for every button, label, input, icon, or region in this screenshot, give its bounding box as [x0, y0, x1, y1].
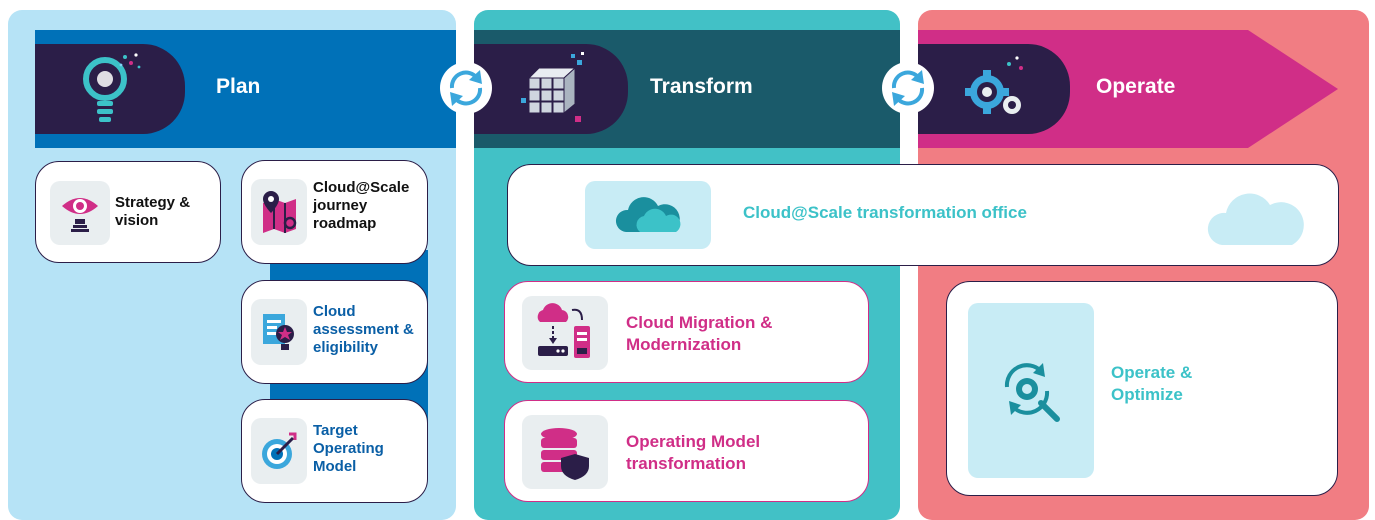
database-shield-icon: [541, 428, 589, 480]
cloud-icon: [615, 197, 681, 232]
operate-title: Operate: [1096, 75, 1176, 98]
migration-label: Cloud Migration & Modernization: [626, 313, 773, 354]
strategy-icon-tile: [50, 181, 110, 245]
sync-arrows-icon: [449, 70, 483, 106]
target-label: Target Operating Model: [313, 422, 384, 475]
transform-icon-tab: [474, 44, 628, 134]
operate-icon-tile: [968, 303, 1094, 478]
operating-model-label: Operating Model transformation: [626, 432, 761, 473]
target-card[interactable]: Target Operating Model: [241, 399, 428, 503]
operating-model-icon-tile: [522, 415, 608, 489]
operate-optimize-label: Operate & Optimize: [1111, 363, 1193, 404]
strategy-label: Strategy & vision: [115, 194, 191, 229]
transform-header-band: Transform: [474, 30, 900, 148]
plan-transform-cycle: [440, 62, 492, 114]
operating-model-card[interactable]: Operating Model transformation: [504, 400, 869, 502]
migration-card[interactable]: Cloud Migration & Modernization: [504, 281, 869, 383]
strategy-card[interactable]: Strategy & vision: [35, 161, 221, 263]
map-pin-icon: [263, 191, 297, 233]
assessment-label: Cloud assessment & eligibility: [313, 303, 414, 356]
migration-icon-tile: [522, 296, 608, 370]
sync-arrows-icon: [891, 70, 925, 106]
eye-icon: [62, 198, 98, 232]
transformation-office-label: Cloud@Scale transformation office: [743, 203, 1027, 222]
transformation-office-card[interactable]: Cloud@Scale transformation office: [507, 164, 1339, 266]
gears-icon: [965, 56, 1023, 114]
assessment-card[interactable]: Cloud assessment & eligibility: [241, 280, 428, 384]
lightbulb-icon: [83, 53, 141, 122]
cloud-server-icon: [537, 303, 590, 358]
plan-icon-tab: [35, 44, 185, 134]
assessment-icon-tile: [251, 299, 307, 365]
plan-title: Plan: [216, 75, 261, 98]
cloud-icon: [1207, 193, 1304, 245]
operate-optimize-card[interactable]: Operate & Optimize: [946, 281, 1338, 496]
gear-magnifier-icon: [1004, 362, 1060, 422]
office-icon-tile: [585, 181, 711, 249]
roadmap-label: Cloud@Scale journey roadmap: [313, 179, 410, 232]
target-icon-tile: [251, 418, 307, 484]
roadmap-icon-tile: [251, 179, 307, 245]
transform-operate-cycle: [882, 62, 934, 114]
document-star-icon: [263, 314, 294, 350]
cube-icon: [521, 52, 584, 122]
plan-header-band: Plan: [35, 30, 456, 148]
operate-icon-tab: [918, 44, 1070, 134]
transform-title: Transform: [650, 75, 753, 98]
roadmap-card[interactable]: Cloud@Scale journey roadmap: [241, 160, 428, 264]
target-arrow-icon: [262, 432, 297, 469]
